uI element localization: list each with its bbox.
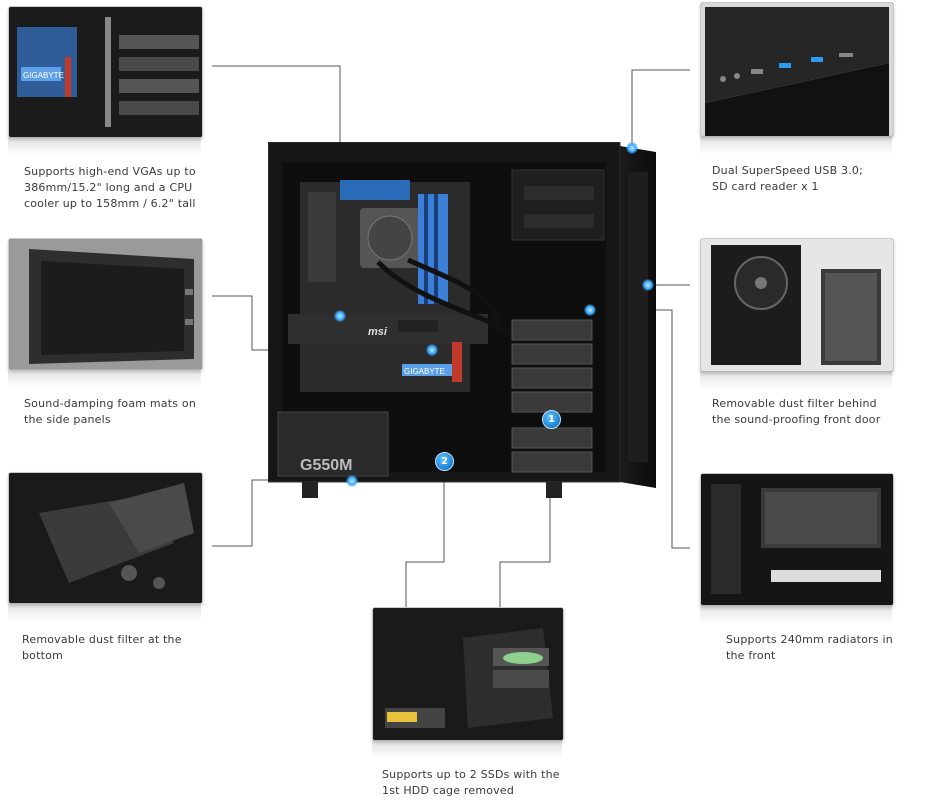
caption-bottom-filter: Removable dust filter at the bottom (22, 632, 182, 664)
highlight-dot-front-filter (642, 279, 654, 291)
caption-foam-mats: Sound-damping foam mats on the side pane… (24, 396, 196, 428)
caption-radiator: Supports 240mm radiators in the front (726, 632, 893, 664)
vga-thumbnail: GIGABYTE (8, 6, 203, 138)
leader-line-usb (631, 69, 690, 146)
radiator-reflection (700, 605, 892, 623)
caption-line: Removable dust filter at the (22, 633, 182, 646)
leader-line-ssd-2 (405, 470, 445, 608)
bottom-filter-reflection (8, 603, 201, 621)
vga-reflection (8, 137, 201, 155)
caption-line: Dual SuperSpeed USB 3.0; (712, 164, 864, 177)
caption-line: cooler up to 158mm / 6.2" tall (24, 197, 196, 210)
caption-line: Supports up to 2 SSDs with the (382, 768, 560, 781)
usb-reflection (700, 136, 892, 154)
ssd-thumbnail (372, 607, 564, 741)
caption-line: the side panels (24, 413, 111, 426)
caption-line: the sound-proofing front door (712, 413, 881, 426)
highlight-dot-usb (626, 142, 638, 154)
gpu-logo: msi (368, 326, 388, 338)
leader-line-bottom (212, 479, 270, 547)
psu-label: G550M (300, 457, 352, 474)
caption-line: bottom (22, 649, 63, 662)
caption-line: Removable dust filter behind (712, 397, 877, 410)
caption-line: Sound-damping foam mats on (24, 397, 196, 410)
highlight-dot-radiator (584, 304, 596, 316)
ssd-image (373, 608, 563, 740)
usb-panel-image (701, 3, 893, 136)
marker-1: 1 (542, 410, 561, 429)
foam-thumbnail (8, 238, 203, 370)
radiator-thumbnail (700, 473, 894, 606)
caption-vga-support: Supports high-end VGAs up to 386mm/15.2"… (24, 164, 196, 212)
foam-image (9, 239, 202, 369)
caption-line: Supports high-end VGAs up to (24, 165, 196, 178)
radiator-image (701, 474, 893, 605)
caption-line: the front (726, 649, 776, 662)
front-filter-reflection (700, 371, 892, 389)
caption-line: 386mm/15.2" long and a CPU (24, 181, 193, 194)
caption-ssd: Supports up to 2 SSDs with the 1st HDD c… (382, 767, 560, 799)
bottom-filter-image (9, 473, 202, 603)
mobo-logo: GIGABYTE (404, 367, 445, 376)
highlight-dot-gpu (334, 310, 346, 322)
caption-line: 1st HDD cage removed (382, 784, 515, 797)
foam-reflection (8, 369, 201, 387)
ssd-reflection (372, 740, 562, 758)
caption-usb: Dual SuperSpeed USB 3.0; SD card reader … (712, 163, 863, 195)
usb-thumbnail (700, 2, 894, 137)
front-filter-thumbnail (700, 238, 894, 372)
front-filter-image (701, 239, 893, 371)
caption-line: Supports 240mm radiators in (726, 633, 893, 646)
caption-line: SD card reader x 1 (712, 180, 819, 193)
caption-front-filter: Removable dust filter behind the sound-p… (712, 396, 880, 428)
vga-image: GIGABYTE (9, 7, 202, 137)
highlight-dot-mobo (426, 344, 438, 356)
mobo-logo-thumb: GIGABYTE (23, 71, 64, 80)
marker-2: 2 (435, 452, 454, 471)
case-drawing: msi GIGABYTE G550M (267, 141, 656, 498)
bottom-filter-thumbnail (8, 472, 203, 604)
highlight-dot-bottom (346, 475, 358, 487)
case-image: msi GIGABYTE G550M (267, 141, 656, 502)
